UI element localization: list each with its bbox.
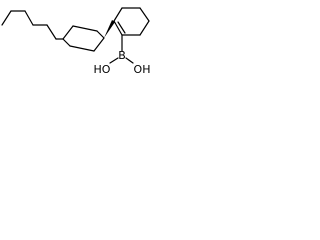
hydroxyl-right-label: OH — [134, 63, 151, 76]
boronic-acid-group: B HO OH — [94, 34, 151, 76]
cyclohexane-bond-6 — [62, 38, 71, 47]
cyclohexane-bond-1 — [62, 25, 74, 40]
cyclohexane-bond-5 — [69, 45, 95, 52]
cyclohexene-bond-4 — [139, 20, 150, 36]
cyclohexene-double-bond-inner — [117, 21, 126, 34]
cyclohexane-bond-2 — [72, 25, 98, 32]
pentyl-bond-3 — [24, 10, 34, 26]
hydroxyl-left-label: HO — [94, 63, 111, 76]
chemical-structure-diagram: B HO OH — [1, 7, 151, 76]
boron-atom-label: B — [118, 49, 126, 62]
cyclohexenyl-ring — [113, 7, 150, 36]
cyclohexene-bond-6 — [113, 20, 123, 36]
pentyl-chain — [1, 10, 64, 40]
cyclohexene-bond-1 — [113, 7, 123, 22]
pentyl-bond-5 — [46, 24, 57, 40]
b-o-right-bond — [125, 57, 134, 64]
stereo-wedge-bond — [104, 20, 115, 38]
cyclohexane-bond-4 — [93, 37, 105, 52]
cyclohexene-bond-3 — [139, 7, 150, 22]
pentyl-bond-1 — [1, 10, 12, 26]
cyclohexane-bond-3 — [96, 30, 105, 39]
b-o-left-bond — [109, 57, 119, 64]
cyclohexane-ring — [62, 25, 105, 52]
